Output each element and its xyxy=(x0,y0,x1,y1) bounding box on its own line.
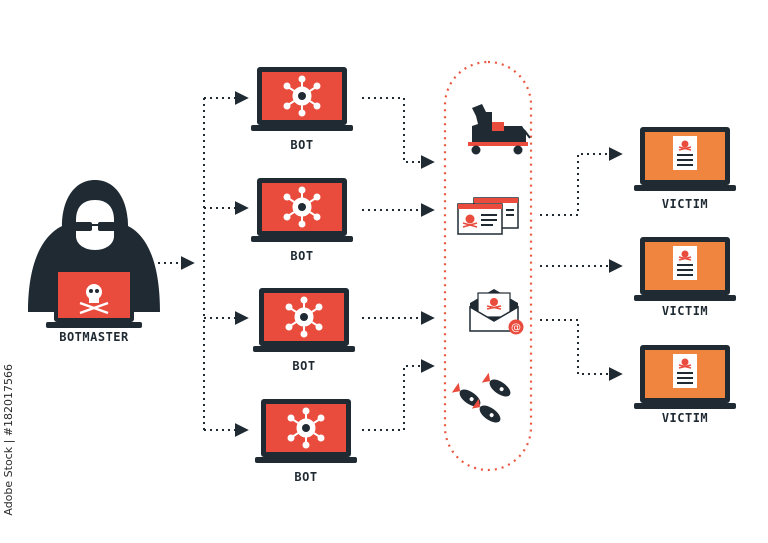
bots-to-attacks-connectors xyxy=(362,97,435,431)
victim-label-2: VICTIM xyxy=(661,304,709,318)
bot-label-4: BOT xyxy=(294,470,318,484)
botmaster-label: BOTMASTER xyxy=(59,330,129,344)
bot-laptop-3 xyxy=(253,288,355,352)
attacks-to-victims-connectors xyxy=(540,147,623,381)
bot-label-1: BOT xyxy=(290,138,314,152)
svg-text:@: @ xyxy=(511,323,521,334)
infected-document-icon xyxy=(673,136,697,170)
trojan-horse-icon xyxy=(468,104,531,155)
infected-email-icon: @ xyxy=(469,289,524,335)
phishing-webpages-icon xyxy=(457,197,519,235)
bot-laptop-1 xyxy=(251,67,353,131)
virus-icon xyxy=(283,75,321,117)
skull-icon xyxy=(79,284,109,315)
bot-laptop-4 xyxy=(255,399,357,463)
virus-icon xyxy=(283,186,321,228)
bot-laptop-2 xyxy=(251,178,353,242)
victim-laptop-1 xyxy=(634,127,736,191)
infected-document-icon xyxy=(673,246,697,280)
bot-label-2: BOT xyxy=(290,249,314,263)
virus-icon xyxy=(285,296,323,338)
bot-label-3: BOT xyxy=(292,359,316,373)
bomb-missiles-icon xyxy=(451,372,511,423)
virus-icon xyxy=(287,407,325,449)
attack-methods-capsule xyxy=(443,60,533,472)
botmaster-icon xyxy=(28,180,160,328)
infected-document-icon xyxy=(673,354,697,388)
victim-laptop-2 xyxy=(634,237,736,301)
victim-laptop-3 xyxy=(634,345,736,409)
botmaster-to-bots-connectors xyxy=(146,91,249,437)
stock-watermark: Adobe Stock | #182017566 xyxy=(2,364,15,516)
victim-label-3: VICTIM xyxy=(661,411,709,425)
victim-label-1: VICTIM xyxy=(661,197,709,211)
